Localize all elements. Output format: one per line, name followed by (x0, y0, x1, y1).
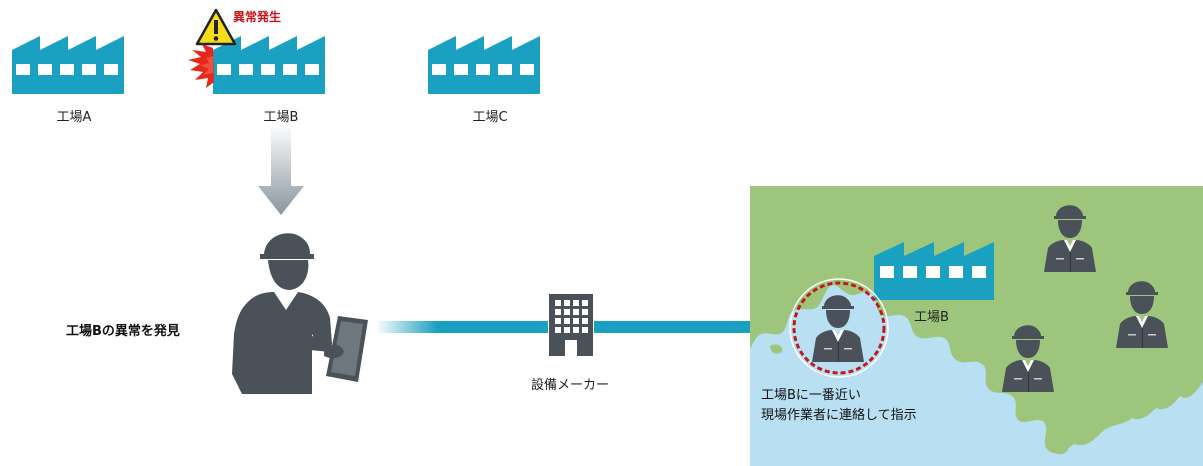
worker-icon (1112, 278, 1172, 348)
highlight-circle (789, 278, 889, 378)
worker-with-tablet-icon (232, 233, 368, 394)
tablet-icon (326, 316, 368, 382)
down-arrow-icon (258, 128, 304, 215)
map-factory-b-icon (874, 242, 994, 300)
factory-c-label: 工場C (472, 110, 508, 125)
factory-c-icon (428, 36, 540, 94)
worker-icon (1040, 202, 1100, 272)
map-instruction-line2: 現場作業者に連絡して指示 (761, 408, 917, 423)
factories-row (12, 8, 540, 94)
worker-caption: 工場Bの異常を発見 (66, 324, 180, 339)
factory-b-label: 工場B (263, 110, 299, 125)
alert-text: 異常発生 (233, 10, 282, 24)
alert-burst-icon (188, 44, 214, 88)
worker-icon (998, 322, 1058, 392)
building-icon (549, 294, 593, 356)
warning-icon (195, 8, 237, 46)
factory-a-icon (12, 36, 124, 94)
map-factory-label: 工場B (914, 310, 949, 325)
factory-a-label: 工場A (56, 110, 92, 125)
maker-caption: 設備メーカー (531, 378, 610, 393)
map-instruction-line1: 工場Bに一番近い (761, 388, 861, 403)
